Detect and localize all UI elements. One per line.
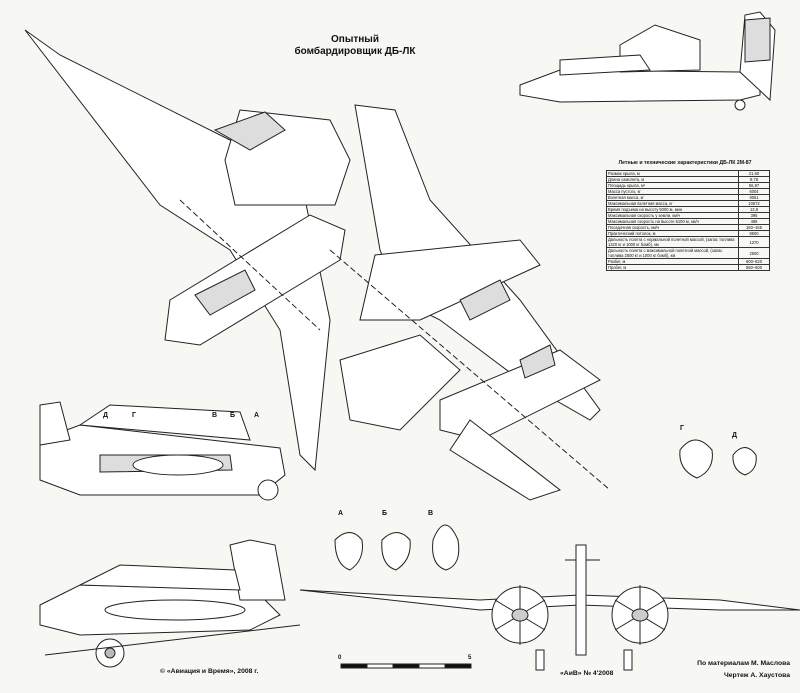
marker-g: Г xyxy=(132,412,136,419)
specs-value: 1270 xyxy=(738,236,770,248)
scale-five: 5 xyxy=(468,655,472,661)
section-label-b: Б xyxy=(382,510,388,517)
scale-bar xyxy=(340,663,472,669)
specs-label: Дальность полета с нормальной полетной м… xyxy=(606,236,739,248)
issue-credit: «АиВ» № 4'2008 xyxy=(560,670,614,677)
source-credit: По материалам М. Маслова xyxy=(697,660,790,667)
side-view-upper-right xyxy=(519,11,776,111)
specs-label: Дальность полета с максимальной полетной… xyxy=(606,247,739,259)
specs-row: Дальность полета с максимальной полетной… xyxy=(606,247,770,259)
marker-b: Б xyxy=(230,412,236,419)
section-label-g: Г xyxy=(680,425,684,432)
drawing-credit: Чертеж А. Хаустова xyxy=(724,672,790,679)
section-label-a: А xyxy=(338,510,344,517)
scale-zero: 0 xyxy=(338,655,342,661)
title-line-2: бомбардировщик ДБ-ЛК xyxy=(294,46,416,57)
title-line-1: Опытный xyxy=(331,34,379,45)
side-view-middle-left xyxy=(39,401,286,501)
cross-sections-gd xyxy=(679,439,757,479)
section-label-d: Д xyxy=(732,432,737,439)
specs-label: Пробег, м xyxy=(606,264,739,271)
marker-a: А xyxy=(254,412,260,419)
specs-value: 550–600 xyxy=(738,264,770,271)
front-view xyxy=(299,544,800,671)
specs-value: 2500 xyxy=(738,247,770,259)
marker-d: Д xyxy=(103,412,108,419)
top-view-upper xyxy=(24,29,351,472)
cross-sections-abv xyxy=(334,524,460,571)
section-label-v: В xyxy=(428,510,434,517)
side-view-bottom-left xyxy=(39,539,301,668)
publisher-credit: © «Авиация и Время», 2008 г. xyxy=(160,668,259,675)
drawing-title: Опытный бомбардировщик ДБ-ЛК xyxy=(270,34,440,58)
marker-v: В xyxy=(212,412,218,419)
specs-heading: Летные и технические характеристики ДБ-Л… xyxy=(618,160,752,166)
specs-row: Дальность полета с нормальной полетной м… xyxy=(606,236,770,248)
top-view-lower xyxy=(329,104,611,501)
